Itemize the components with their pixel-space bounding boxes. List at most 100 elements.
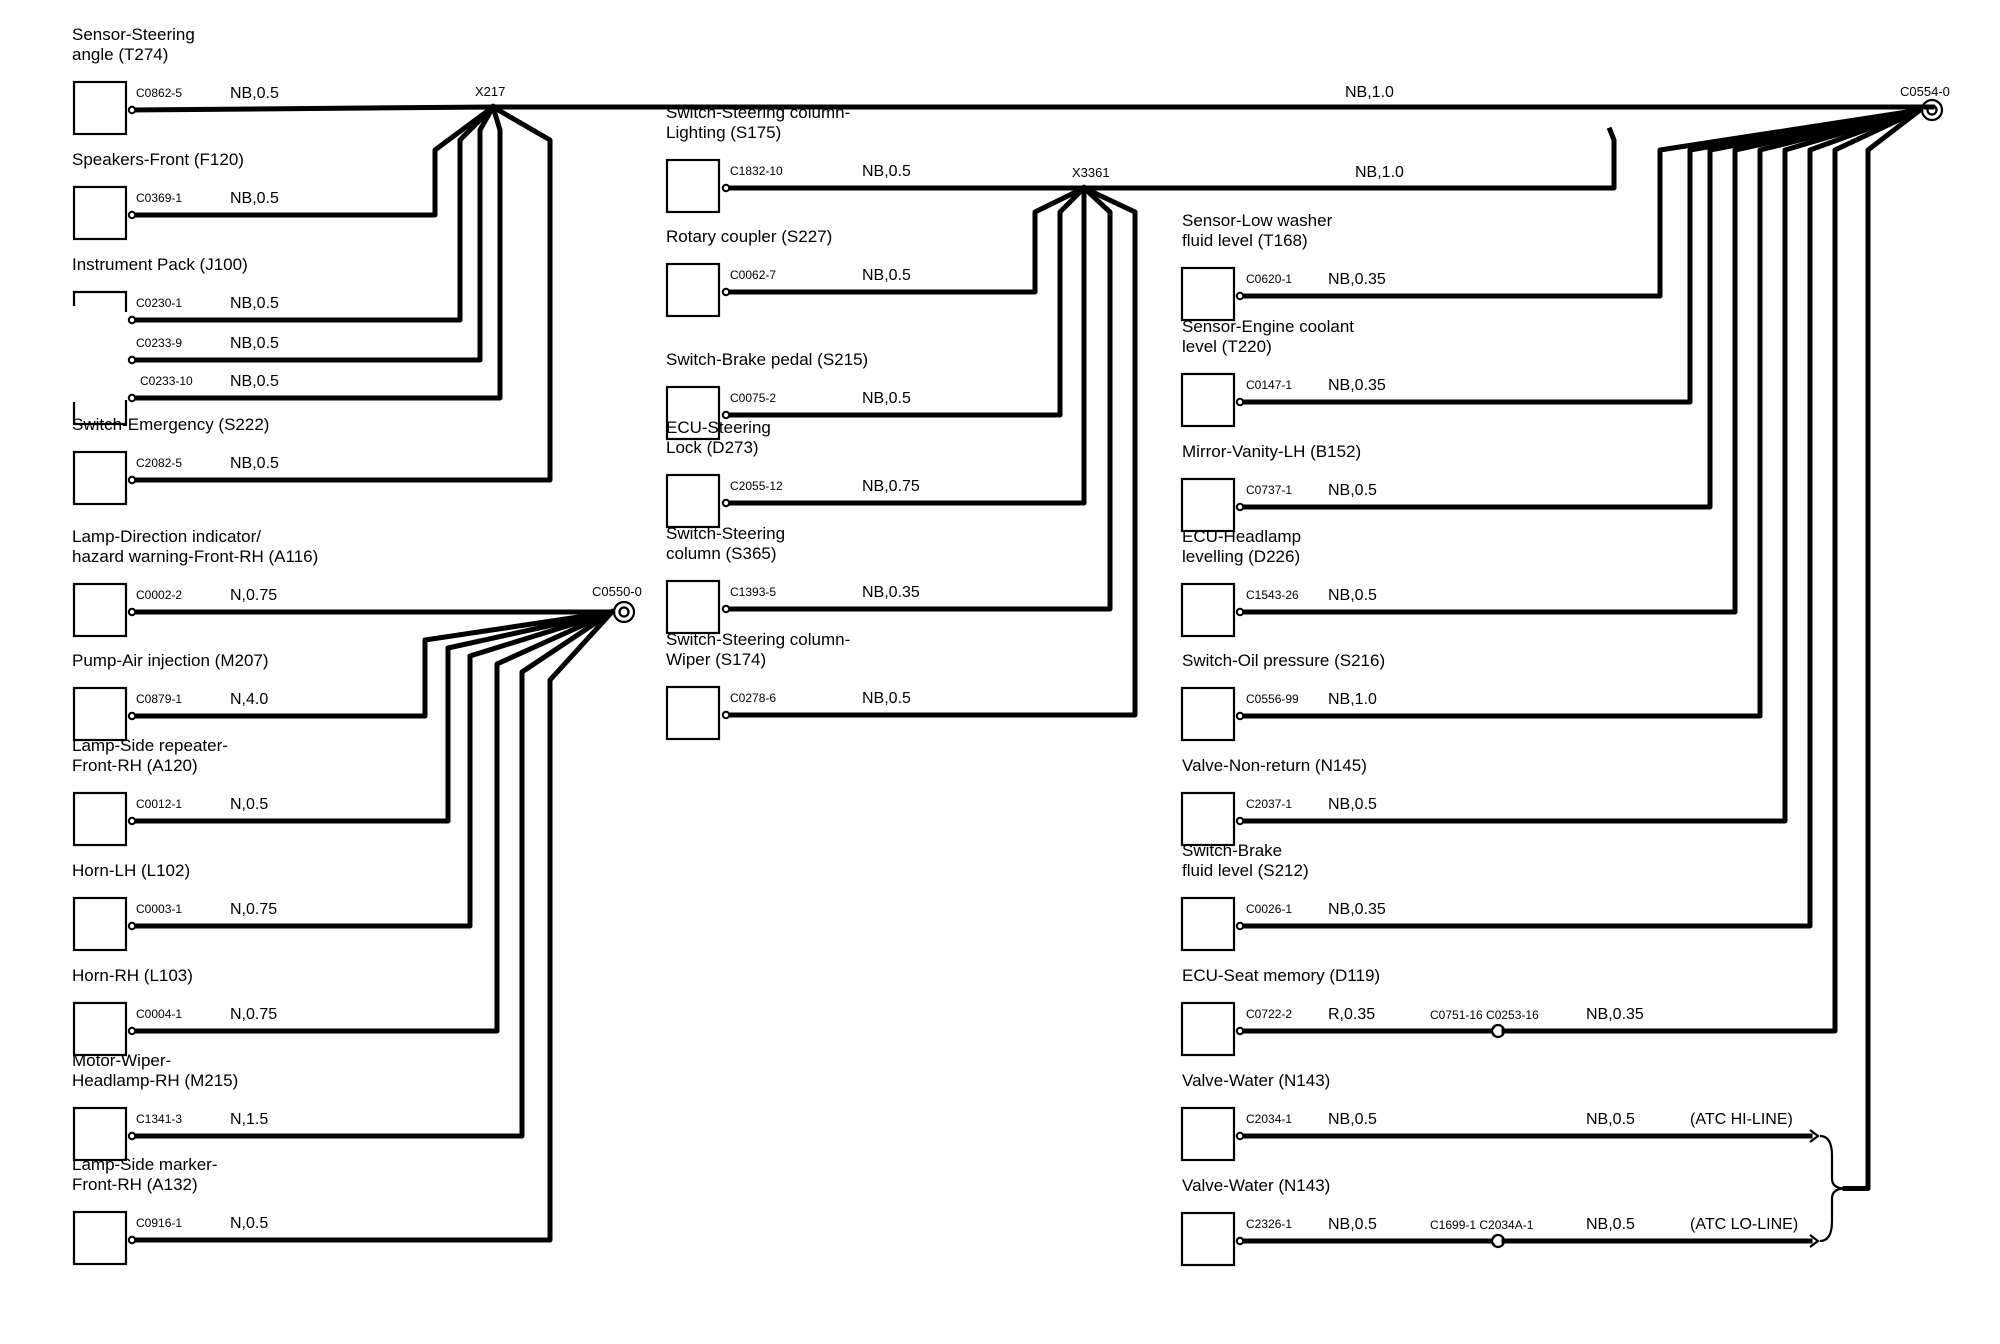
wire-spec: N,0.75	[230, 587, 277, 604]
connector-id: C2326-1	[1246, 1217, 1292, 1231]
pin-marker	[721, 287, 731, 297]
component-name: fluid level (S212)	[1182, 861, 1309, 880]
wire-speakers	[129, 103, 497, 218]
wire-to-x3361	[723, 185, 1087, 506]
component-name: Lamp-Direction indicator/	[72, 527, 261, 546]
component-name: Speakers-Front (F120)	[72, 150, 244, 169]
connector-id: C0075-2	[730, 391, 776, 405]
pin-marker	[1235, 816, 1245, 826]
wire-spec: NB,0.5	[862, 690, 911, 707]
connector-id: C0233-9	[136, 336, 182, 350]
connector-id: C2055-12	[730, 479, 783, 493]
component-name: Horn-RH (L103)	[72, 966, 193, 985]
component-name: Switch-Steering column-	[666, 630, 850, 649]
wire-spec: NB,0.35	[1328, 377, 1386, 394]
component-name: Horn-LH (L102)	[72, 861, 190, 880]
wire-trunk-x217	[129, 104, 1935, 113]
component-name: Headlamp-RH (M215)	[72, 1071, 238, 1090]
wire-spec: N,0.5	[230, 1215, 268, 1232]
connector-id: C0062-7	[730, 268, 776, 282]
pin-marker	[721, 183, 731, 193]
wire-to-c0554	[1237, 106, 1924, 929]
instrument-pack-box-bottom	[72, 400, 128, 426]
trunk-spec: NB,1.0	[1345, 84, 1394, 101]
components-layer	[72, 80, 1944, 1267]
pin-marker	[721, 604, 731, 614]
wire-spec: NB,0.35	[1328, 271, 1386, 288]
connector-id: C0879-1	[136, 692, 182, 706]
pin-marker	[127, 393, 137, 403]
component-name: Valve-Non-return (N145)	[1182, 756, 1367, 775]
pin-marker	[721, 710, 731, 720]
component-box	[72, 791, 128, 847]
wire-atc-to-c0554	[1842, 106, 1924, 1191]
wire-spec: NB,0.35	[1328, 901, 1386, 918]
pin-marker	[1235, 1236, 1245, 1246]
component-name: Switch-Emergency (S222)	[72, 415, 269, 434]
pin-marker	[127, 1235, 137, 1245]
component-box	[72, 185, 128, 241]
pin-marker	[127, 475, 137, 485]
wire-to-c0554	[1237, 107, 1923, 615]
component-box	[665, 473, 721, 529]
wire-ground-c0550	[129, 608, 616, 929]
component-box	[1180, 791, 1236, 847]
component-box	[72, 450, 128, 506]
component-name: Switch-Oil pressure (S216)	[1182, 651, 1385, 670]
line-end-arrow	[1809, 1234, 1820, 1248]
component-name: Valve-Water (N143)	[1182, 1071, 1330, 1090]
component-box	[72, 1106, 128, 1162]
ground-c0554-icon	[1920, 98, 1944, 122]
component-name: ECU-Seat memory (D119)	[1182, 966, 1380, 985]
component-name: Motor-Wiper-	[72, 1051, 171, 1070]
ground-label-c0554: C0554-0	[1900, 84, 1950, 99]
wire-spec: NB,0.5	[1586, 1111, 1635, 1128]
wire-spec: NB,0.5	[230, 455, 279, 472]
component-box	[72, 80, 128, 136]
wires-layer	[129, 103, 1935, 1244]
connector-id: C0233-10	[140, 374, 193, 388]
wire-instrument-1	[129, 103, 497, 323]
wire-to-x3361	[723, 184, 1088, 295]
component-name: Rotary coupler (S227)	[666, 227, 832, 246]
wire-spec: NB,0.35	[862, 584, 920, 601]
component-name: Wiper (S174)	[666, 650, 766, 669]
pin-marker	[1235, 1131, 1245, 1141]
wire-spec: NB,0.5	[1328, 482, 1377, 499]
wire-spec: N,4.0	[230, 691, 268, 708]
wire-spec: N,0.75	[230, 901, 277, 918]
inline-connector-id: C1699-1 C2034A-1	[1430, 1218, 1534, 1232]
component-name: Mirror-Vanity-LH (B152)	[1182, 442, 1361, 461]
wire-spec: NB,0.5	[230, 85, 279, 102]
wire-to-x3361	[723, 184, 1088, 418]
wire-spec: NB,0.5	[1586, 1216, 1635, 1233]
wire-instrument-2	[129, 103, 497, 363]
brace-atc	[1819, 1134, 1846, 1243]
wire-spec: NB,0.5	[862, 163, 911, 180]
wire-spec: NB,0.5	[862, 390, 911, 407]
connector-id: C0862-5	[136, 86, 182, 100]
component-box	[1180, 1106, 1236, 1162]
wire-ground-c0550	[129, 609, 615, 824]
component-name: Sensor-Engine coolant	[1182, 317, 1354, 336]
component-name: fluid level (T168)	[1182, 231, 1308, 250]
pin-marker	[1235, 502, 1245, 512]
pin-marker	[127, 711, 137, 721]
component-box	[665, 158, 721, 214]
wire-spec: NB,0.5	[230, 373, 279, 390]
connector-id: C0916-1	[136, 1216, 182, 1230]
component-box	[1180, 1001, 1236, 1057]
wire-ground-c0550	[129, 608, 616, 1243]
component-name: Lighting (S175)	[666, 123, 781, 142]
connector-id: C0230-1	[136, 296, 182, 310]
line-note: (ATC HI-LINE)	[1690, 1111, 1793, 1128]
component-box	[1180, 266, 1236, 322]
instrument-pack-box-top	[72, 290, 128, 312]
connector-id: C0026-1	[1246, 902, 1292, 916]
component-box	[72, 896, 128, 952]
wire-spec: NB,0.35	[1586, 1006, 1644, 1023]
component-name: ECU-Headlamp	[1182, 527, 1301, 546]
wire-spec: NB,0.5	[230, 295, 279, 312]
pin-marker	[127, 816, 137, 826]
